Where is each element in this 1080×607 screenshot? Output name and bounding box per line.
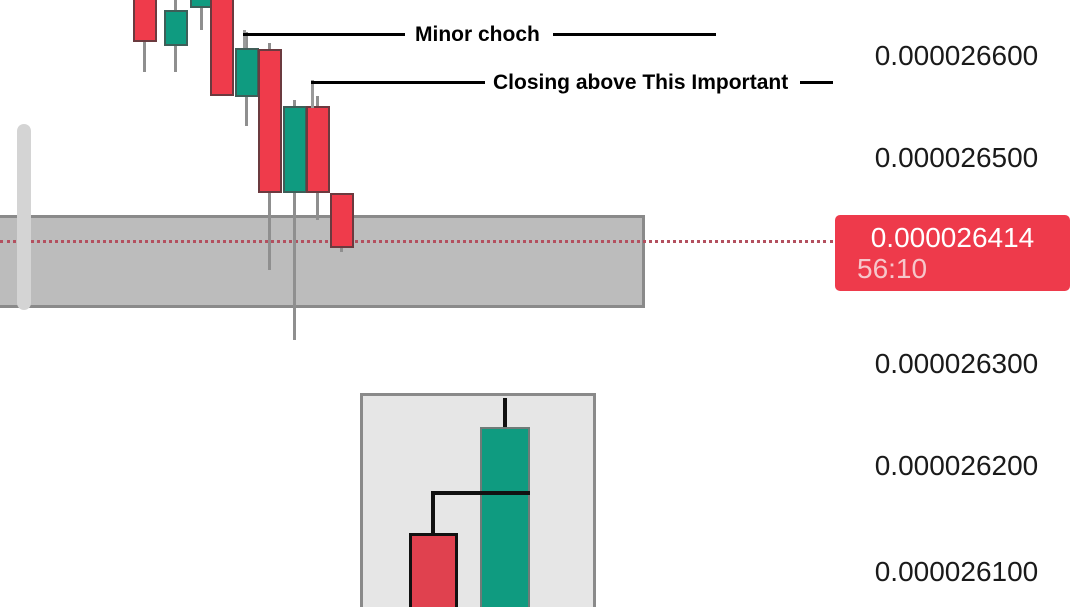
price-tick-1: 0.000026500 [874, 142, 1039, 173]
candlestick-chart-area[interactable]: Minor choch Closing above This Important [0, 0, 833, 607]
candle-countdown-timer: 56:10 [857, 253, 928, 285]
zoomed-candle-inset[interactable] [360, 393, 596, 607]
candle-body [258, 49, 282, 193]
candle-body [330, 193, 354, 248]
inset-connector-horizontal [431, 491, 530, 495]
closing-above-line-right [800, 81, 833, 84]
minor-choch-line-left [243, 33, 405, 36]
current-price-value: 0.000026414 [870, 222, 1035, 253]
inset-candle-body [480, 427, 530, 607]
candle-body [235, 48, 259, 97]
candle-body [306, 106, 330, 193]
closing-above-label: Closing above This Important [493, 71, 789, 94]
price-tick-3: 0.000026200 [874, 450, 1039, 481]
candle-wick [200, 0, 203, 30]
price-tick-4: 0.000026100 [874, 556, 1039, 587]
candle-body [210, 0, 234, 96]
vertical-scrollbar-handle[interactable] [17, 124, 31, 310]
minor-choch-stem [243, 30, 246, 48]
current-price-badge[interactable]: 0.000026414 56:10 [835, 215, 1070, 291]
candle-body [283, 106, 307, 193]
inset-candle-wick [503, 398, 507, 429]
candle-wick [293, 100, 296, 340]
support-demand-zone[interactable] [0, 215, 645, 308]
minor-choch-label: Minor choch [415, 23, 540, 46]
minor-choch-line-right [553, 33, 716, 36]
price-axis[interactable]: 0.000026600 0.000026500 0.000026414 56:1… [833, 0, 1080, 607]
current-price-line [0, 240, 833, 243]
inset-connector-vertical [431, 491, 435, 535]
closing-above-line-left [311, 81, 485, 84]
price-tick-2: 0.000026300 [874, 348, 1039, 379]
candle-body [133, 0, 157, 42]
closing-above-stem [311, 80, 314, 108]
candle-body [164, 10, 188, 46]
price-tick-0: 0.000026600 [874, 40, 1039, 71]
inset-candle-body [409, 533, 458, 607]
